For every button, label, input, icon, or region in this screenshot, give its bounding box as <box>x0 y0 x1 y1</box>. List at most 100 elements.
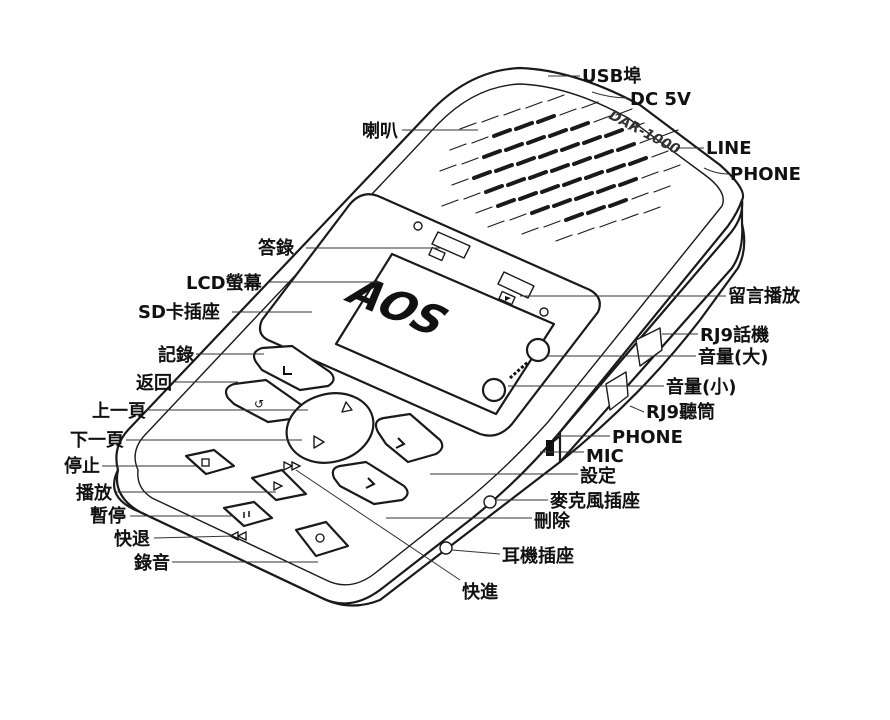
grille-slot <box>618 177 638 187</box>
label-message-playback: 留言播放 <box>728 285 801 307</box>
label-fast-forward: 快進 <box>462 581 498 603</box>
indicator-led <box>539 307 549 317</box>
grille-slot <box>475 206 493 214</box>
label-speaker: 喇叭 <box>362 121 398 142</box>
volume-down-button[interactable] <box>481 377 507 403</box>
grille-slot <box>661 129 679 137</box>
grille-slot <box>463 192 481 200</box>
grille-slot <box>627 122 645 130</box>
grille-slot <box>496 198 516 208</box>
grille-slot <box>548 128 568 138</box>
grille-slot <box>538 149 558 159</box>
grille-slot <box>604 128 624 138</box>
grille-slot <box>481 115 499 123</box>
grille-slot <box>599 220 617 228</box>
message-playback-button[interactable] <box>497 271 535 306</box>
record-log-button[interactable] <box>252 344 335 392</box>
grille-slot <box>570 121 590 131</box>
grille-slot <box>525 101 543 109</box>
down-arrow-icon <box>313 435 325 449</box>
label-play: 播放 <box>76 482 113 504</box>
indicator-led <box>413 221 423 231</box>
settings-button[interactable] <box>331 460 409 506</box>
label-volume-down: 音量(小) <box>666 376 736 398</box>
grille-slot <box>651 150 669 158</box>
label-recording: 錄音 <box>134 552 170 574</box>
label-rewind: 快退 <box>114 528 150 550</box>
grille-slot <box>631 192 649 200</box>
grille-slot <box>540 184 560 194</box>
record-button[interactable] <box>294 520 350 558</box>
grille-slot <box>536 114 556 124</box>
answer-record-button[interactable] <box>428 231 471 262</box>
label-usb-port: USB埠 <box>582 65 641 87</box>
rj9-handset-port[interactable] <box>605 371 629 411</box>
grille-slot <box>574 191 594 201</box>
grille-slot <box>639 136 657 144</box>
label-line: LINE <box>706 138 752 159</box>
mic-jack[interactable] <box>483 495 497 509</box>
grille-slot <box>594 149 614 159</box>
grille-slot <box>484 184 504 194</box>
grille-slot <box>530 205 550 215</box>
label-prev-page: 上一頁 <box>92 401 146 422</box>
grille-slot <box>562 177 582 187</box>
label-sd-slot: SD卡插座 <box>138 301 220 323</box>
label-back: 返回 <box>136 373 172 394</box>
grille-slot <box>518 191 538 201</box>
grille-slot <box>528 170 548 180</box>
phone-side-port[interactable] <box>546 440 554 456</box>
nav-dpad[interactable] <box>279 384 382 472</box>
grille-slot <box>494 163 514 173</box>
grille-slot <box>628 156 648 166</box>
label-phone-top: PHONE <box>730 164 801 185</box>
grille-slot <box>471 136 489 144</box>
label-phone-side: PHONE <box>612 427 683 448</box>
label-delete: 刪除 <box>534 510 571 532</box>
grille-slot <box>581 101 599 109</box>
label-volume-up: 音量(大) <box>698 346 768 368</box>
label-record-log: 記錄 <box>158 344 194 366</box>
volume-up-button[interactable] <box>525 337 551 363</box>
grille-slot <box>616 142 636 152</box>
grille-slot <box>547 94 565 102</box>
grille-slot <box>492 128 512 138</box>
grille-slot <box>482 149 502 159</box>
label-answer-record: 答錄 <box>258 237 294 259</box>
grille-slot <box>584 170 604 180</box>
grille-slot <box>643 206 661 214</box>
svg-text:↺: ↺ <box>254 397 264 411</box>
fast-forward-icon <box>283 460 302 472</box>
grille-slot <box>593 115 611 123</box>
play-button[interactable] <box>250 468 308 502</box>
grille-slot <box>606 163 626 173</box>
grille-slot <box>560 142 580 152</box>
label-stop: 停止 <box>64 455 100 477</box>
label-lcd-screen: LCD螢幕 <box>186 272 263 294</box>
grille-slot <box>582 135 602 145</box>
grille-slot <box>552 198 572 208</box>
label-mic: MIC <box>586 446 624 467</box>
confirm-button[interactable] <box>374 412 444 464</box>
grille-slot <box>461 157 479 165</box>
rewind-icon <box>228 530 247 542</box>
grille-slot <box>451 178 469 186</box>
grille-slot <box>641 171 659 179</box>
earphone-jack[interactable] <box>439 541 453 555</box>
grille-slot <box>663 164 681 172</box>
up-arrow-icon <box>341 401 353 413</box>
grille-slot <box>487 220 505 228</box>
stop-button[interactable] <box>184 448 236 476</box>
grille-slot <box>543 220 561 228</box>
leader-lines <box>102 75 729 581</box>
grille-slot <box>504 142 524 152</box>
pause-button[interactable] <box>222 500 274 528</box>
grille-slot <box>439 164 457 172</box>
grille-slot <box>559 108 577 116</box>
grille-slot <box>506 177 526 187</box>
label-dc-5v: DC 5V <box>630 89 691 110</box>
grille-slot <box>526 135 546 145</box>
volume-arrow-icon <box>509 360 529 380</box>
label-mic-jack: 麥克風插座 <box>549 490 640 512</box>
